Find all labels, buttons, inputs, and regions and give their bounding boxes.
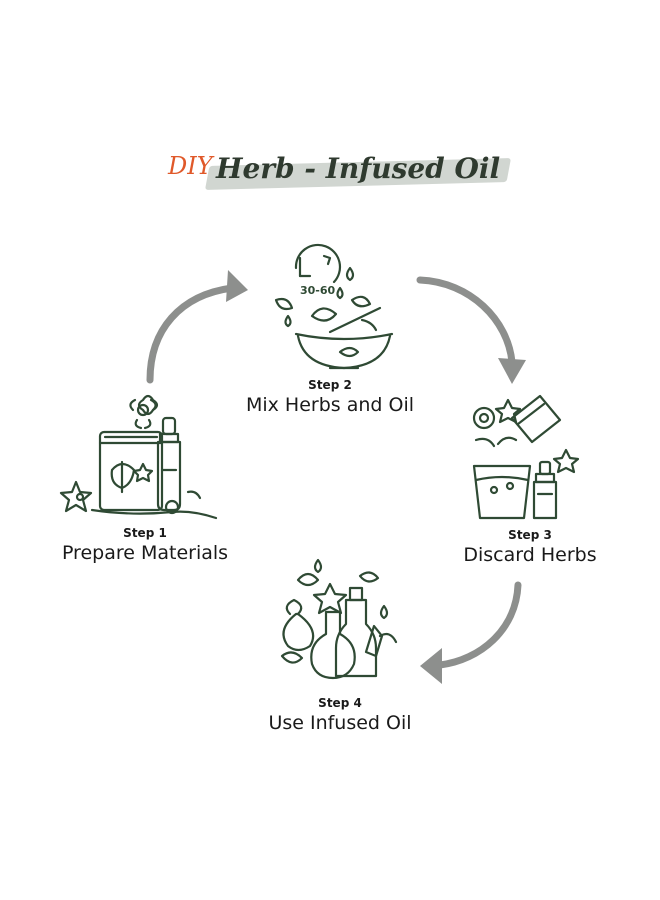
step-3-number: Step 3 [508, 528, 552, 542]
clock-duration-text: 30-60 [300, 284, 336, 297]
title-main: Herb - Infused Oil [216, 152, 501, 185]
cycle-arrows [146, 270, 526, 684]
arrow-2-to-3-head [498, 358, 526, 384]
step-2: Step 2 Mix Herbs and Oil [230, 378, 430, 416]
step-3: Step 3 Discard Herbs [440, 528, 620, 566]
arrow-3-to-4 [436, 581, 522, 669]
arrow-3-to-4-head [420, 648, 442, 684]
step-4-label: Use Infused Oil [268, 712, 412, 734]
arrow-1-to-2 [146, 284, 236, 384]
title-prefix: DIY [168, 152, 213, 180]
step-1: Step 1 Prepare Materials [40, 526, 250, 564]
page-title: DIY Herb - Infused Oil [160, 138, 520, 198]
step-4-number: Step 4 [318, 696, 362, 710]
step-4: Step 4 Use Infused Oil [240, 696, 440, 734]
step-2-label: Mix Herbs and Oil [245, 394, 415, 416]
glass-dropper-herbs-icon [472, 394, 580, 520]
pouch-bottles-leaves-icon [280, 558, 398, 680]
step-2-number: Step 2 [308, 378, 352, 392]
step-3-label: Discard Herbs [463, 544, 597, 566]
arrow-2-to-3 [416, 276, 516, 366]
step-1-number: Step 1 [123, 526, 167, 540]
clock-bowl-herbs-icon: 30-60 [274, 243, 394, 370]
step-1-label: Prepare Materials [61, 542, 229, 564]
arrow-1-to-2-head [226, 270, 248, 302]
jar-bottle-flowers-icon [59, 394, 218, 520]
